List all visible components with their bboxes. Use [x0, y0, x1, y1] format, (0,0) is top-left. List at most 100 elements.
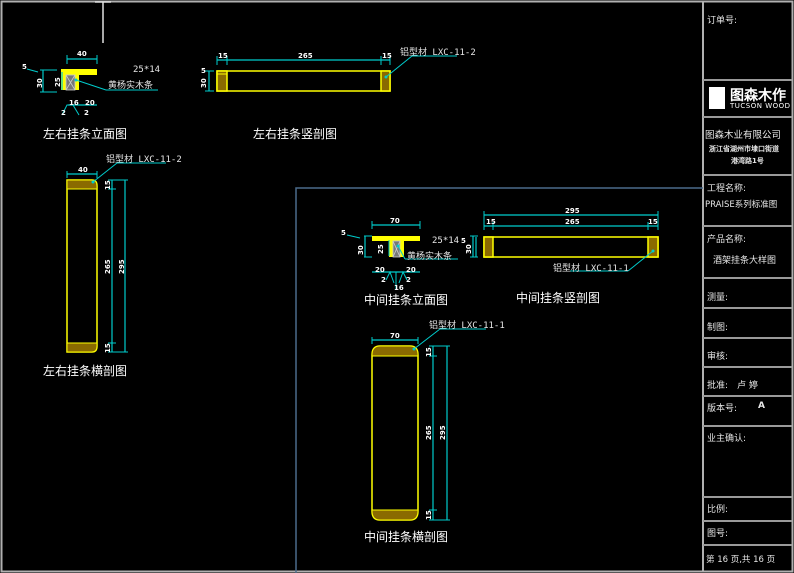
title-block-grid — [703, 79, 792, 546]
survey-label: 测量: — [707, 293, 729, 303]
leader-line — [397, 245, 406, 260]
company-address-line2: 港湾路1号 — [731, 157, 764, 165]
wood-size-note: 25*14 — [133, 65, 161, 75]
dim-text: 15 — [648, 218, 658, 226]
version-label: 版本号: — [707, 404, 738, 414]
mid-elev-flange — [372, 236, 420, 241]
dim-text: 16 — [394, 284, 404, 292]
dim-text: 5 — [201, 67, 206, 75]
lr-vsec-outline — [216, 70, 391, 92]
view-title: 中间挂条竖剖图 — [516, 291, 601, 305]
draw-label: 制图: — [707, 323, 729, 333]
dim-text: 70 — [390, 217, 400, 225]
dim-text: 25 — [377, 244, 385, 254]
dim-text: 2 — [381, 276, 386, 284]
dim-text: 5 — [461, 237, 466, 245]
dim-text: 20 — [85, 99, 95, 107]
dim-text: 30 — [200, 78, 208, 88]
lr-vsec-end-right — [380, 70, 391, 92]
dim-text: 265 — [565, 218, 580, 226]
lr-vsec-end-left — [216, 70, 228, 92]
view-title: 中间挂条立面图 — [364, 293, 449, 307]
viewport-border[interactable] — [295, 187, 703, 573]
dim-text: 25 — [54, 77, 62, 87]
profile-note: 铝型材 LXC-11-1 — [553, 264, 629, 274]
title-block: 订单号: 图森木作 TUCSON WOOD 图森木业有限公司 浙江省湖州市埭口街… — [703, 3, 791, 570]
dim-text: 15 — [104, 343, 112, 353]
lr-vertical-section-view — [205, 55, 457, 92]
dim-text: 15 — [486, 218, 496, 226]
dim-text: 16 — [69, 99, 79, 107]
dim-text: 265 — [298, 52, 313, 60]
review-label: 审核: — [707, 352, 729, 362]
leader-line — [75, 79, 107, 91]
view-title: 左右挂条横剖图 — [43, 364, 128, 378]
leader-line — [627, 250, 654, 272]
project-name-value: PRAISE系列标准图 — [705, 200, 778, 210]
profile-note: 铝型材 LXC-11-2 — [400, 48, 476, 58]
lr-hsec-cap-top — [66, 179, 98, 190]
dim-text: 265 — [425, 425, 433, 440]
approve-label: 批准: — [707, 381, 729, 391]
dim-text: 15 — [104, 180, 112, 190]
logo-mark-icon — [709, 87, 725, 109]
company-address-line1: 浙江省湖州市埭口街道 — [709, 145, 779, 153]
view-title: 中间挂条横剖图 — [364, 530, 449, 544]
lr-elevation-view — [26, 55, 158, 116]
view-title: 左右挂条竖剖图 — [253, 127, 338, 141]
wood-material-note: 黄杨实木条 — [108, 81, 154, 91]
dim-text: 5 — [341, 229, 346, 237]
lr-hsec-cap-bottom — [66, 342, 98, 353]
dim-text: 295 — [565, 207, 580, 215]
project-name-label: 工程名称: — [707, 184, 747, 194]
mid-elevation-view — [346, 221, 478, 290]
leader-line — [413, 328, 441, 350]
scale-label: 比例: — [707, 505, 729, 515]
dim-text: 2 — [84, 109, 89, 117]
dim-text: 40 — [77, 50, 87, 58]
company-logo: 图森木作 TUCSON WOOD — [703, 81, 791, 117]
order-no-label: 订单号: — [707, 16, 738, 26]
dim-text: 5 — [22, 63, 27, 71]
dim-text: 2 — [61, 109, 66, 117]
wood-size-note: 25*14 — [432, 236, 460, 246]
lr-horizontal-section-view — [66, 162, 166, 353]
mid-vertical-section-view — [475, 211, 659, 272]
lr-elev-left-leg — [61, 69, 66, 90]
dim-text: 30 — [357, 245, 365, 255]
dim-text: 2 — [406, 276, 411, 284]
dim-text: 15 — [382, 52, 392, 60]
dim-text: 70 — [390, 332, 400, 340]
dim-text: 15 — [425, 347, 433, 357]
view-title: 左右挂条立面图 — [43, 127, 128, 141]
owner-confirm-label: 业主确认: — [707, 434, 747, 444]
dim-text: 15 — [425, 510, 433, 520]
mid-horizontal-section-view — [371, 328, 486, 521]
profile-note: 铝型材 LXC-11-2 — [106, 155, 182, 165]
version-value: A — [758, 401, 765, 411]
dim-text: 265 — [104, 259, 112, 274]
dim-text: 295 — [118, 259, 126, 274]
product-name-label: 产品名称: — [707, 235, 747, 245]
profile-note: 铝型材 LXC-11-1 — [429, 321, 505, 331]
logo-text-en: TUCSON WOOD — [730, 102, 791, 110]
company-name: 图森木业有限公司 — [705, 130, 782, 141]
logo-text-cn: 图森木作 — [730, 88, 786, 104]
page-info: 第 16 页,共 16 页 — [706, 555, 776, 565]
dim-text: 20 — [375, 266, 385, 274]
lr-hsec-outline — [66, 179, 98, 353]
product-name-value: 酒架挂条大样图 — [713, 256, 777, 266]
dim-text: 30 — [36, 78, 44, 88]
dim-text: 295 — [439, 425, 447, 440]
drawing-no-label: 图号: — [707, 529, 729, 539]
approve-value: 卢 婷 — [737, 381, 758, 391]
dim-text: 20 — [406, 266, 416, 274]
leader-line — [92, 162, 118, 183]
dim-text: 15 — [218, 52, 228, 60]
dim-text: 30 — [465, 244, 473, 254]
leader-line — [385, 55, 413, 78]
dim-text: 40 — [78, 166, 88, 174]
wood-material-note: 黄杨实木条 — [407, 252, 453, 262]
